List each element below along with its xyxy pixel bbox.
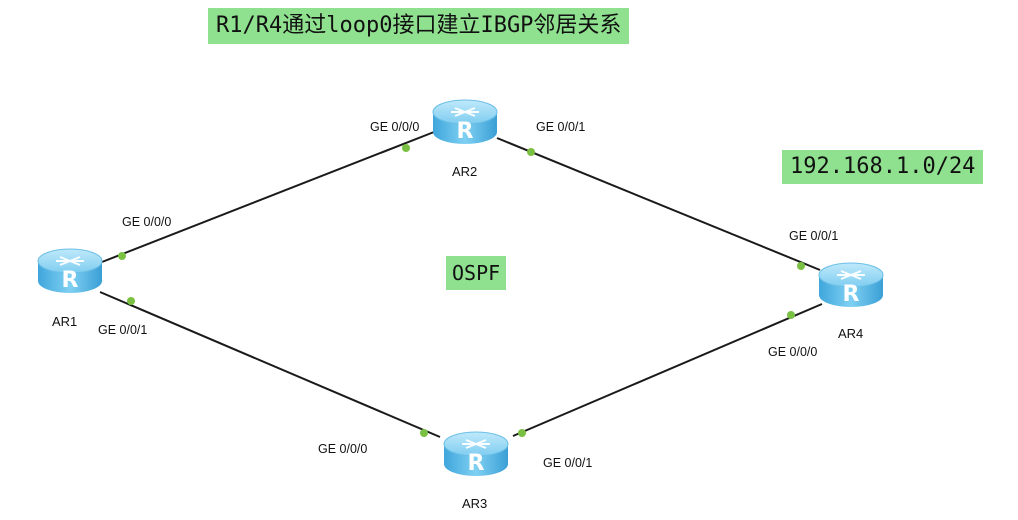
port-label: GE 0/0/0 <box>318 442 367 456</box>
diagram-title: R1/R4通过loop0接口建立IBGP邻居关系 <box>208 8 630 44</box>
router-ar1[interactable] <box>37 248 103 294</box>
router-icon <box>432 99 498 145</box>
router-ar3[interactable] <box>443 431 509 477</box>
port-dot <box>787 311 795 319</box>
router-icon <box>37 248 103 294</box>
port-dot <box>127 297 135 305</box>
port-label: GE 0/0/1 <box>536 120 585 134</box>
port-dot <box>118 252 126 260</box>
port-label: GE 0/0/0 <box>768 345 817 359</box>
router-name-ar1: AR1 <box>52 314 77 329</box>
link-ar1-ar2 <box>101 131 435 263</box>
port-dot <box>402 144 410 152</box>
port-dots <box>118 144 805 437</box>
router-icon <box>443 431 509 477</box>
port-label: GE 0/0/1 <box>98 323 147 337</box>
router-name-ar3: AR3 <box>462 496 487 511</box>
router-ar2[interactable] <box>432 99 498 145</box>
port-label: GE 0/0/0 <box>370 120 419 134</box>
router-icon <box>818 262 884 308</box>
link-ar2-ar4 <box>496 137 821 271</box>
port-dot <box>518 429 526 437</box>
subnet-label: 192.168.1.0/24 <box>782 150 984 184</box>
protocol-label: OSPF <box>446 256 507 290</box>
links <box>99 131 823 438</box>
link-ar3-ar4 <box>512 303 823 437</box>
router-ar4[interactable] <box>818 262 884 308</box>
port-label: GE 0/0/1 <box>789 229 838 243</box>
port-dot <box>527 148 535 156</box>
port-dot <box>797 262 805 270</box>
port-label: GE 0/0/0 <box>122 215 171 229</box>
link-ar1-ar3 <box>99 291 441 438</box>
port-label: GE 0/0/1 <box>543 456 592 470</box>
router-name-ar4: AR4 <box>838 326 863 341</box>
port-dot <box>420 429 428 437</box>
router-name-ar2: AR2 <box>452 164 477 179</box>
